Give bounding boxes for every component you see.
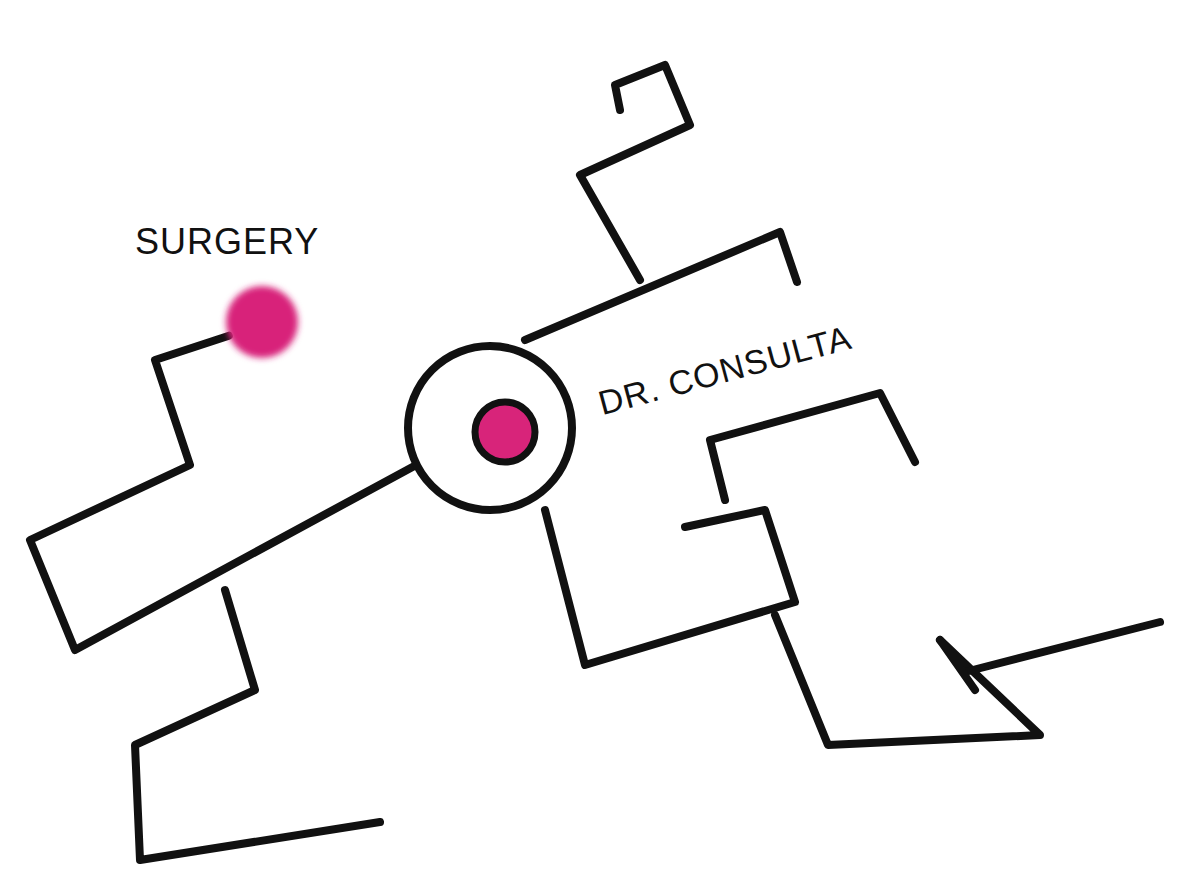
maze-wall	[710, 393, 915, 500]
maze-wall	[135, 590, 380, 860]
maze-wall	[545, 510, 795, 665]
destination-node: SURGERY	[125, 220, 325, 365]
maze-arrow	[965, 622, 1160, 672]
outer-ring	[408, 346, 572, 510]
maze-wall	[775, 615, 1040, 745]
pink-dot	[226, 286, 298, 358]
place-label: SURGERY	[135, 222, 319, 262]
ring-shape	[400, 338, 580, 518]
maze-wall	[580, 65, 690, 280]
maze-arrow	[940, 640, 975, 690]
pink-dot	[475, 402, 535, 462]
maze-wall	[525, 232, 797, 340]
hub-node: DR. CONSULTA	[400, 338, 580, 518]
maze-path	[30, 336, 416, 650]
